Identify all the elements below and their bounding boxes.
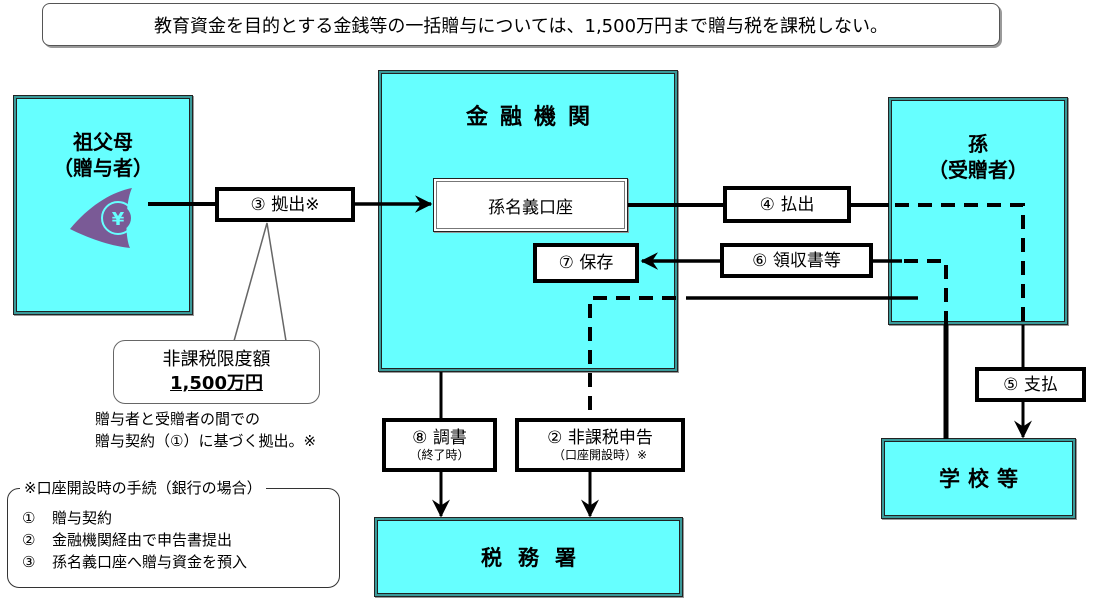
callout-limit: 非課税限度額 1,500万円 xyxy=(113,340,320,404)
notes-title: ※口座開設時の手続（銀行の場合） xyxy=(20,478,266,498)
flow-label-storage: ⑦ 保存 xyxy=(533,243,639,283)
flow-label-report-sub: （終了時） xyxy=(409,448,470,462)
grandchild-account: 孫名義口座 xyxy=(433,178,628,232)
callout-label: 非課税限度額 xyxy=(162,349,271,370)
contribution-caption: 贈与者と受贈者の間での 贈与契約（①）に基づく拠出。※ xyxy=(95,408,316,452)
notes-list: ① 贈与契約 ② 金融機関経由で申告書提出 ③ 孫名義口座へ贈与資金を預入 xyxy=(22,507,247,573)
grandparent-role: （贈与者） xyxy=(53,156,153,180)
notes-item-num: ② xyxy=(22,531,36,549)
tax-office-title: 税務署 xyxy=(481,546,592,570)
node-school: 学校等 xyxy=(881,438,1076,519)
notes-item-num: ③ xyxy=(22,553,36,571)
node-grandchild: 孫 （受贈者） xyxy=(888,97,1068,325)
grandparent-label: 祖父母 xyxy=(73,130,133,154)
notes-item-text: 金融機関経由で申告書提出 xyxy=(52,531,233,549)
caption-line-1: 贈与者と受贈者の間での xyxy=(95,410,261,428)
flow-label-declaration: ② 非課税申告 （口座開設時）※ xyxy=(515,418,685,472)
flow-label-withdrawal: ④ 払出 xyxy=(723,186,851,223)
flow-label-withdrawal-text: ④ 払出 xyxy=(759,194,815,215)
page-title: 教育資金を目的とする金銭等の一括贈与については、1,500万円まで贈与税を課税し… xyxy=(42,3,1000,46)
flow-label-payment: ⑤ 支払 xyxy=(975,367,1086,402)
callout-pointer xyxy=(233,222,287,342)
notes-item: ① 贈与契約 xyxy=(22,507,247,529)
flow-label-receipts-text: ⑥ 領収書等 xyxy=(752,250,841,271)
flow-label-declaration-text: ② 非課税申告 xyxy=(547,428,653,448)
flow-label-report: ⑧ 調書 （終了時） xyxy=(382,418,497,472)
flow-label-report-text: ⑧ 調書 xyxy=(412,428,467,448)
grandchild-role: （受贈者） xyxy=(928,158,1028,182)
flow-label-contribution-text: ③ 拠出※ xyxy=(250,194,320,215)
node-grandparent: 祖父母 （贈与者） xyxy=(13,95,193,315)
callout-amount: 1,500万円 xyxy=(170,373,263,394)
bank-title: 金融機関 xyxy=(465,105,602,130)
notes-item-text: 孫名義口座へ贈与資金を預入 xyxy=(52,553,248,571)
flow-label-payment-text: ⑤ 支払 xyxy=(1003,374,1058,395)
grandchild-account-label: 孫名義口座 xyxy=(488,197,573,218)
node-tax-office: 税務署 xyxy=(374,517,683,597)
notes-item-text: 贈与契約 xyxy=(52,509,113,527)
flow-label-receipts: ⑥ 領収書等 xyxy=(720,243,873,278)
notes-item: ② 金融機関経由で申告書提出 xyxy=(22,529,247,551)
procedure-notes: ※口座開設時の手続（銀行の場合） ① 贈与契約 ② 金融機関経由で申告書提出 ③ 孫名… xyxy=(7,478,340,588)
caption-line-2: 贈与契約（①）に基づく拠出。※ xyxy=(95,432,317,450)
flow-label-declaration-sub: （口座開設時）※ xyxy=(552,448,648,462)
flow-label-contribution: ③ 拠出※ xyxy=(215,187,355,222)
notes-item: ③ 孫名義口座へ贈与資金を預入 xyxy=(22,551,247,573)
flow-label-storage-text: ⑦ 保存 xyxy=(558,253,614,273)
notes-item-num: ① xyxy=(22,509,36,527)
school-title: 学校等 xyxy=(939,467,1026,491)
page-title-text: 教育資金を目的とする金銭等の一括贈与については、1,500万円まで贈与税を課税し… xyxy=(153,15,889,37)
grandchild-label: 孫 xyxy=(968,132,988,156)
